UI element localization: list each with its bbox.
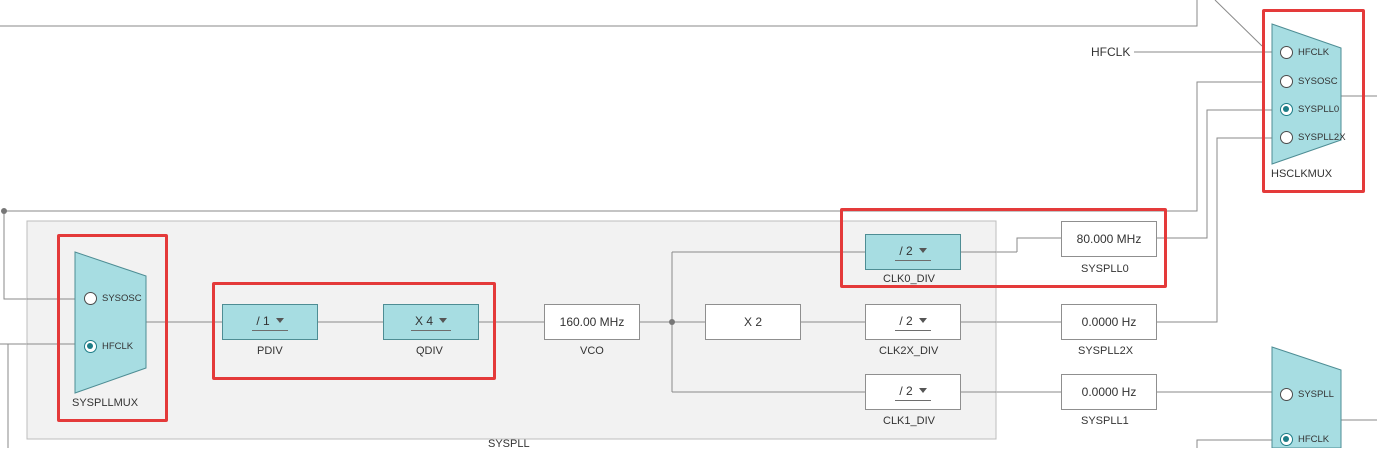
hsclkmux-option-sysosc[interactable]: SYSOSC [1280, 75, 1338, 88]
vco-label: VCO [580, 345, 604, 357]
chevron-down-icon [439, 318, 447, 323]
clk0-div-select[interactable]: / 2 [865, 234, 961, 270]
pdiv-label: PDIV [257, 345, 283, 357]
vco-value: 160.00 MHz [559, 315, 625, 329]
radio-unselected-icon [1280, 388, 1293, 401]
pdiv-value: / 1 [256, 313, 270, 328]
syspll1-value: 0.0000 Hz [1081, 385, 1137, 399]
option-label: SYSOSC [102, 293, 142, 304]
syspll1-readout: 0.0000 Hz [1061, 374, 1157, 410]
radio-unselected-icon [1280, 75, 1293, 88]
clk1-div-label: CLK1_DIV [883, 415, 935, 427]
pdiv-select[interactable]: / 1 [222, 304, 318, 340]
clk1-div-select[interactable]: / 2 [865, 374, 961, 410]
sysplllmux-label: SYSPLLMUX [72, 397, 139, 409]
hsclkmux-option-hfclk[interactable]: HFCLK [1280, 46, 1329, 59]
highlight-clk0-syspll0 [840, 208, 1167, 288]
option-label: HFCLK [1298, 47, 1330, 58]
lower-mux-shape [1271, 346, 1342, 448]
chevron-down-icon [918, 388, 927, 393]
hsclkmux-label: HSCLKMUX [1271, 168, 1333, 180]
radio-unselected-icon [84, 292, 97, 305]
syspll-group-label: SYSPLL [488, 438, 530, 450]
radio-selected-icon [84, 340, 97, 353]
highlight-pdiv-qdiv [212, 282, 496, 380]
sysplllmux-shape [74, 251, 147, 394]
lower-mux-option-hfclk[interactable]: HFCLK [1280, 433, 1329, 446]
x2-multiplier: X 2 [705, 304, 801, 340]
clk0-div-label: CLK0_DIV [883, 273, 935, 285]
option-label: SYSPLL0 [1298, 104, 1340, 115]
syspll2x-label: SYSPLL2X [1078, 345, 1134, 357]
syspll2x-value: 0.0000 Hz [1081, 315, 1137, 329]
vco-readout: 160.00 MHz [544, 304, 640, 340]
lower-mux-option-syspll[interactable]: SYSPLL [1280, 388, 1334, 401]
hfclk-input-label: HFCLK [1091, 45, 1131, 59]
chevron-down-icon [918, 248, 927, 253]
qdiv-label: QDIV [416, 345, 443, 357]
qdiv-value: X 4 [414, 313, 433, 328]
hsclkmux-option-syspll0[interactable]: SYSPLL0 [1280, 103, 1339, 116]
syspll0-readout: 80.000 MHz [1061, 221, 1157, 257]
option-label: SYSPLL2X [1298, 132, 1346, 143]
option-label: HFCLK [1298, 434, 1330, 445]
clk2x-div-value: / 2 [899, 313, 913, 328]
radio-unselected-icon [1280, 131, 1293, 144]
clk1-div-value: / 2 [899, 383, 913, 398]
highlight-sysplllmux [57, 234, 168, 422]
radio-selected-icon [1280, 103, 1293, 116]
syspll2x-readout: 0.0000 Hz [1061, 304, 1157, 340]
x2-value: X 2 [743, 315, 762, 329]
highlight-hsclkmux [1262, 9, 1365, 193]
qdiv-select[interactable]: X 4 [383, 304, 479, 340]
clk0-div-value: / 2 [899, 243, 913, 258]
chevron-down-icon [275, 318, 284, 323]
clk2x-div-select[interactable]: / 2 [865, 304, 961, 340]
radio-selected-icon [1280, 433, 1293, 446]
syspll1-label: SYSPLL1 [1081, 415, 1129, 427]
radio-unselected-icon [1280, 46, 1293, 59]
syspll0-value: 80.000 MHz [1076, 232, 1142, 246]
sysplllmux-option-sysosc[interactable]: SYSOSC [84, 292, 142, 305]
option-label: SYSOSC [1298, 76, 1338, 87]
clk2x-div-label: CLK2X_DIV [879, 345, 939, 357]
hsclkmux-option-syspll2x[interactable]: SYSPLL2X [1280, 131, 1346, 144]
syspll-container [26, 220, 997, 440]
chevron-down-icon [918, 318, 927, 323]
syspll0-label: SYSPLL0 [1081, 263, 1129, 275]
hsclkmux-shape [1271, 23, 1342, 165]
sysplllmux-option-hfclk[interactable]: HFCLK [84, 340, 133, 353]
option-label: SYSPLL [1298, 389, 1334, 400]
option-label: HFCLK [102, 341, 134, 352]
